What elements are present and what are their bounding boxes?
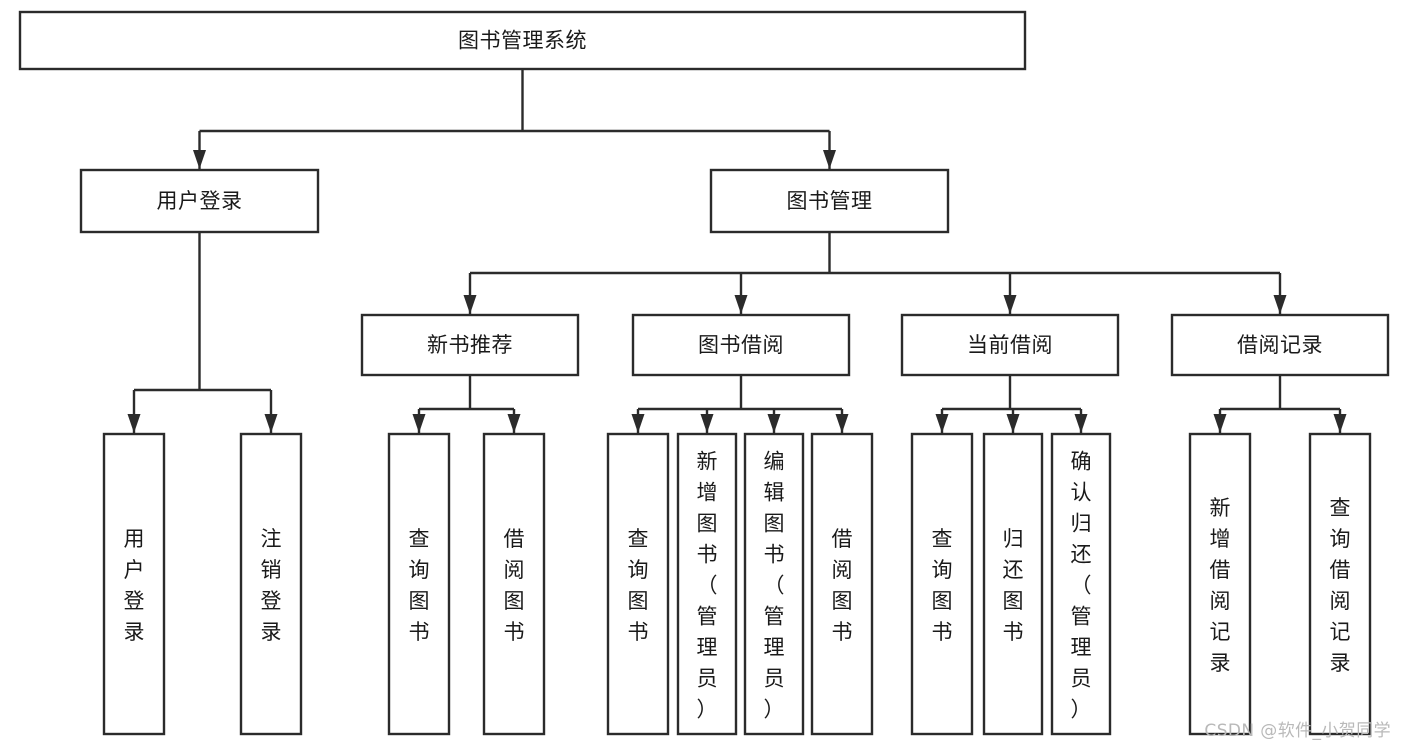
arrow-head-borrow-record [1273,295,1287,314]
node-leaf-query-book-2[interactable]: 查询图书 [606,432,670,736]
arrow-head-leaf-add-book [700,414,714,433]
node-box-leaf-user-login [102,432,166,736]
node-leaf-user-login[interactable]: 用户登录 [102,432,166,736]
node-leaf-query-book-3[interactable]: 查询图书 [910,432,974,736]
node-new-book-rec[interactable]: 新书推荐 [360,313,580,377]
arrow-head-leaf-add-record [1213,414,1227,433]
node-leaf-borrow-book-1[interactable]: 借阅图书 [482,432,546,736]
arrow-head-user-login [193,150,206,169]
node-box-leaf-query-book-1 [387,432,451,736]
node-label-leaf-query-book-1: 查询图书 [409,527,430,644]
node-layer: 图书管理系统用户登录图书管理新书推荐图书借阅当前借阅借阅记录用户登录注销登录查询… [18,10,1390,736]
csdn-watermark: CSDN @软件_小贺同学 [1204,721,1391,741]
node-leaf-confirm-return[interactable]: 确认归还（管理员） [1050,432,1112,736]
node-label-book-manage: 图书管理 [787,189,873,213]
node-label-current-borrow: 当前借阅 [967,333,1053,357]
node-label-leaf-query-record: 查询借阅记录 [1330,496,1351,675]
node-box-leaf-borrow-book-2 [810,432,874,736]
node-box-user-login [79,168,320,234]
arrow-head-leaf-return-book [1006,414,1020,433]
node-box-leaf-query-record [1308,432,1372,736]
node-box-leaf-add-record [1188,432,1252,736]
node-box-new-book-rec [360,313,580,377]
node-leaf-query-book-1[interactable]: 查询图书 [387,432,451,736]
node-leaf-query-record[interactable]: 查询借阅记录 [1308,432,1372,736]
node-box-leaf-user-logout [239,432,303,736]
node-box-leaf-edit-book [743,432,805,736]
node-box-leaf-query-book-3 [910,432,974,736]
node-book-borrow[interactable]: 图书借阅 [631,313,851,377]
node-borrow-record[interactable]: 借阅记录 [1170,313,1390,377]
node-label-leaf-user-login: 用户登录 [124,527,145,644]
arrow-head-leaf-query-book-3 [935,414,949,433]
node-user-login[interactable]: 用户登录 [79,168,320,234]
node-box-leaf-query-book-2 [606,432,670,736]
arrow-head-new-book-rec [463,295,477,314]
arrow-head-leaf-edit-book [767,414,781,433]
node-label-leaf-edit-book: 编辑图书（管理员） [764,450,785,722]
node-label-borrow-record: 借阅记录 [1237,333,1323,357]
node-box-current-borrow [900,313,1120,377]
node-label-leaf-return-book: 归还图书 [1003,527,1024,644]
node-label-leaf-borrow-book-1: 借阅图书 [504,527,525,644]
connector-layer [127,69,1347,433]
node-label-new-book-rec: 新书推荐 [427,333,513,357]
node-box-borrow-record [1170,313,1390,377]
arrow-head-leaf-user-logout [264,414,278,433]
node-label-leaf-borrow-book-2: 借阅图书 [832,527,853,644]
node-leaf-return-book[interactable]: 归还图书 [982,432,1044,736]
arrow-head-current-borrow [1003,295,1017,314]
arrow-head-leaf-query-book-1 [412,414,426,433]
node-leaf-borrow-book-2[interactable]: 借阅图书 [810,432,874,736]
arrow-head-book-borrow [734,295,748,314]
node-label-root: 图书管理系统 [458,29,587,53]
node-label-leaf-query-book-3: 查询图书 [932,527,953,644]
arrow-head-leaf-borrow-book-1 [507,414,521,433]
node-leaf-edit-book[interactable]: 编辑图书（管理员） [743,432,805,736]
arrow-head-book-manage [823,150,836,169]
node-book-manage[interactable]: 图书管理 [709,168,950,234]
node-label-book-borrow: 图书借阅 [698,333,784,357]
node-label-leaf-confirm-return: 确认归还（管理员） [1071,450,1092,722]
arrow-head-leaf-user-login [127,414,141,433]
arrow-head-leaf-confirm-return [1074,414,1088,433]
node-root[interactable]: 图书管理系统 [18,10,1027,71]
node-box-leaf-return-book [982,432,1044,736]
arrow-head-leaf-query-record [1333,414,1347,433]
arrow-head-leaf-borrow-book-2 [835,414,849,433]
node-label-leaf-user-logout: 注销登录 [261,527,282,644]
node-label-leaf-add-book: 新增图书（管理员） [697,450,718,722]
node-box-book-manage [709,168,950,234]
node-box-leaf-borrow-book-1 [482,432,546,736]
node-box-book-borrow [631,313,851,377]
node-label-leaf-query-book-2: 查询图书 [628,527,649,644]
node-leaf-user-logout[interactable]: 注销登录 [239,432,303,736]
node-label-user-login: 用户登录 [157,189,243,213]
arrow-head-leaf-query-book-2 [631,414,645,433]
node-label-leaf-add-record: 新增借阅记录 [1210,496,1231,675]
node-box-root [18,10,1027,71]
node-box-leaf-add-book [676,432,738,736]
node-leaf-add-book[interactable]: 新增图书（管理员） [676,432,738,736]
node-box-leaf-confirm-return [1050,432,1112,736]
node-leaf-add-record[interactable]: 新增借阅记录 [1188,432,1252,736]
node-current-borrow[interactable]: 当前借阅 [900,313,1120,377]
